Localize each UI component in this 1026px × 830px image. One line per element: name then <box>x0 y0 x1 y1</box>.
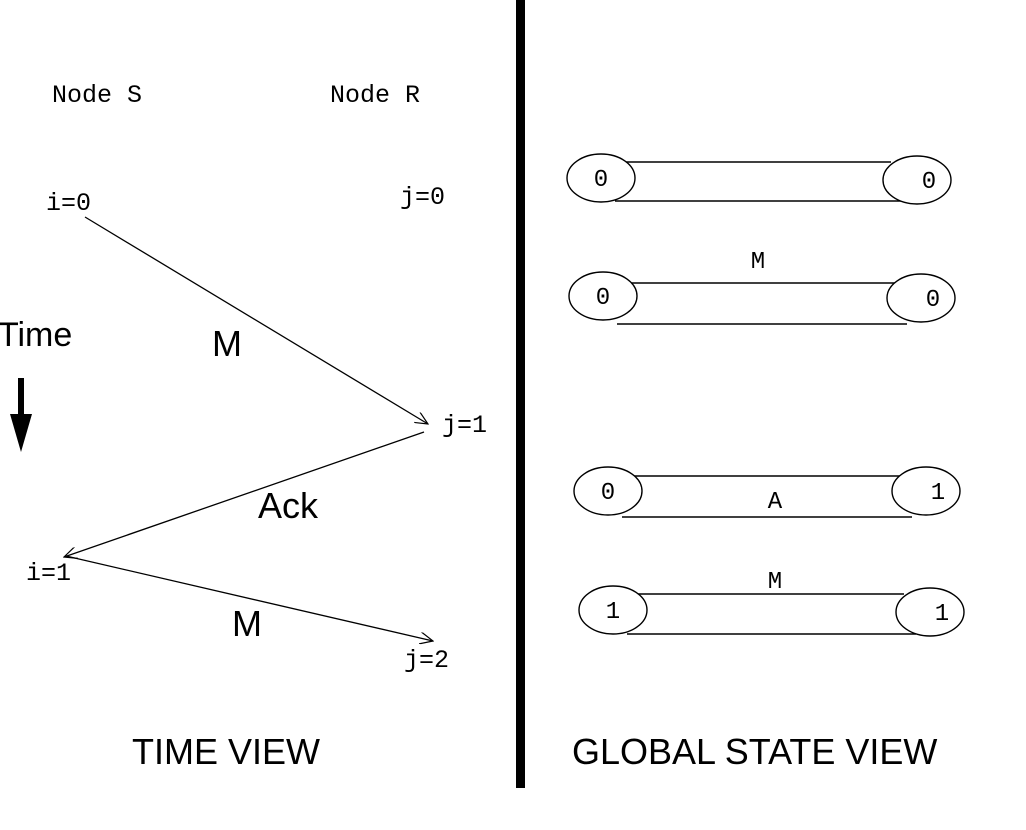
time-label: Time <box>0 316 72 354</box>
node-s-state-circle <box>578 585 648 635</box>
node-r-state-value: 1 <box>931 480 945 507</box>
node-r-state-value: 0 <box>926 287 940 314</box>
divider-bar <box>516 0 525 788</box>
global-state-row: 0 0 M <box>568 249 956 325</box>
node-r-state-circle <box>891 466 961 516</box>
ack-arrow-r-to-s <box>64 431 425 557</box>
node-s-state-circle <box>573 466 643 516</box>
channel-message-label: M <box>751 249 765 276</box>
global-state-view-caption: GLOBAL STATE VIEW <box>572 731 937 772</box>
node-r-state-value: 1 <box>935 601 949 628</box>
message-arrow-s-to-r-1 <box>84 216 428 424</box>
time-down-arrow-icon <box>10 378 32 452</box>
state-j0-label: j=0 <box>400 183 445 212</box>
node-s-state-value: 0 <box>596 285 610 312</box>
node-s-state-circle <box>566 153 636 203</box>
time-view: Node S Node R i=0 j=0 Time M j=1 Ack i=1… <box>0 81 487 772</box>
node-r-label: Node R <box>330 81 420 110</box>
message-m-label-1: M <box>212 323 242 364</box>
node-s-state-value: 1 <box>606 599 620 626</box>
message-arrow-s-to-r-2 <box>65 555 433 641</box>
state-j2-label: j=2 <box>404 646 449 675</box>
global-state-row: 0 1 A <box>573 466 961 518</box>
ack-label: Ack <box>258 485 319 526</box>
node-r-state-circle <box>882 155 952 205</box>
state-i0-label: i=0 <box>46 189 91 218</box>
node-r-state-value: 0 <box>922 169 936 196</box>
state-i1-label: i=1 <box>26 559 71 588</box>
channel-message-label: A <box>768 489 783 516</box>
node-s-label: Node S <box>52 81 142 110</box>
node-s-state-value: 0 <box>594 167 608 194</box>
node-s-state-circle <box>568 271 638 321</box>
node-r-state-circle <box>895 587 965 637</box>
time-view-caption: TIME VIEW <box>132 731 320 772</box>
channel-message-label: M <box>768 569 782 596</box>
node-r-state-circle <box>886 273 956 323</box>
message-m-label-2: M <box>232 603 262 644</box>
global-state-row: 1 1 M <box>578 569 965 637</box>
state-j1-label: j=1 <box>442 411 487 440</box>
node-s-state-value: 0 <box>601 480 615 507</box>
